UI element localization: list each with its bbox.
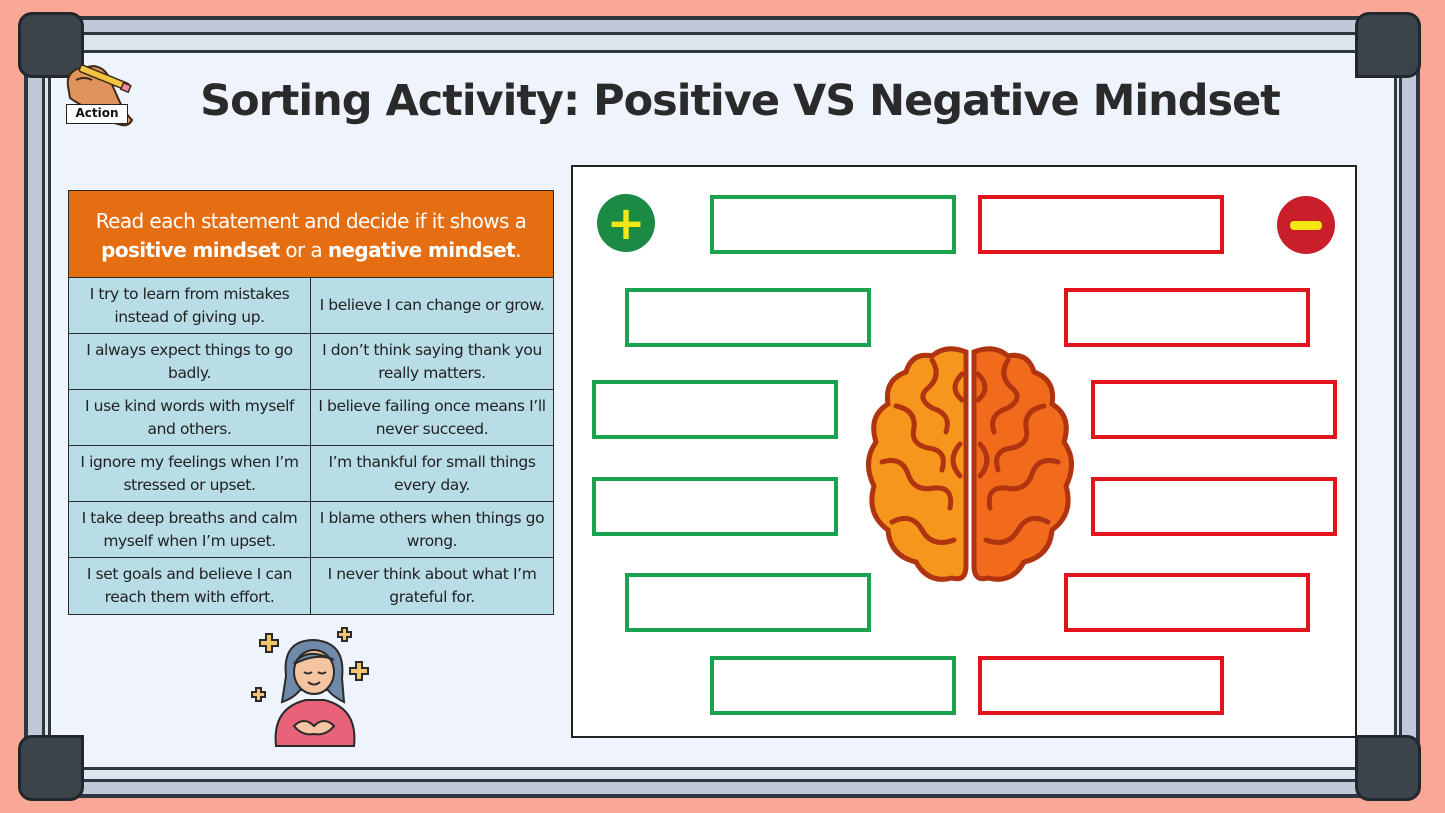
instructions-line1: Read each statement and decide if it sho…	[95, 209, 527, 233]
plus-icon: +	[597, 194, 655, 252]
positive-drop-slot[interactable]	[710, 195, 956, 254]
instructions-or: or a	[279, 238, 328, 262]
statement-card[interactable]: I’m thankful for small things every day.	[311, 446, 553, 502]
frame-corner	[1355, 735, 1421, 801]
positive-keyword: positive mindset	[101, 238, 280, 262]
statement-card[interactable]: I use kind words with myself and others.	[69, 390, 311, 446]
page-title: Sorting Activity: Positive VS Negative M…	[200, 76, 1281, 126]
negative-drop-slot[interactable]	[978, 195, 1224, 254]
frame-corner	[18, 735, 84, 801]
statement-card[interactable]: I try to learn from mistakes instead of …	[69, 278, 311, 334]
statement-table: Read each statement and decide if it sho…	[68, 190, 554, 615]
negative-drop-slot[interactable]	[1064, 573, 1310, 632]
positive-drop-slot[interactable]	[710, 656, 956, 715]
positive-drop-slot[interactable]	[625, 573, 871, 632]
statement-card[interactable]: I take deep breaths and calm myself when…	[69, 502, 311, 558]
statement-grid: I try to learn from mistakes instead of …	[69, 278, 553, 614]
negative-drop-slot[interactable]	[978, 656, 1224, 715]
positive-drop-slot[interactable]	[625, 288, 871, 347]
statement-card[interactable]: I ignore my feelings when I’m stressed o…	[69, 446, 311, 502]
action-label: Action	[66, 104, 128, 124]
statement-card[interactable]: I always expect things to go badly.	[69, 334, 311, 390]
statement-card[interactable]: I believe I can change or grow.	[311, 278, 553, 334]
frame-corner	[1355, 12, 1421, 78]
negative-drop-slot[interactable]	[1091, 477, 1337, 536]
negative-drop-slot[interactable]	[1064, 288, 1310, 347]
calm-girl-icon	[251, 627, 369, 747]
brain-icon	[866, 346, 1074, 582]
frame-corner	[18, 12, 84, 78]
positive-drop-slot[interactable]	[592, 477, 838, 536]
statement-card[interactable]: I never think about what I’m grateful fo…	[327, 565, 537, 606]
statement-card[interactable]: I believe failing once means I’ll never …	[311, 390, 553, 446]
statement-card[interactable]: I set goals and believe I can reach them…	[69, 558, 311, 614]
instructions: Read each statement and decide if it sho…	[69, 191, 553, 278]
minus-icon	[1277, 196, 1335, 254]
statement-card[interactable]: I blame others when things go wrong.	[311, 502, 553, 558]
negative-keyword: negative mindset	[327, 238, 516, 262]
positive-drop-slot[interactable]	[592, 380, 838, 439]
instructions-end: .	[515, 238, 521, 262]
statement-card[interactable]: I don’t think saying thank you really ma…	[311, 334, 553, 390]
negative-drop-slot[interactable]	[1091, 380, 1337, 439]
